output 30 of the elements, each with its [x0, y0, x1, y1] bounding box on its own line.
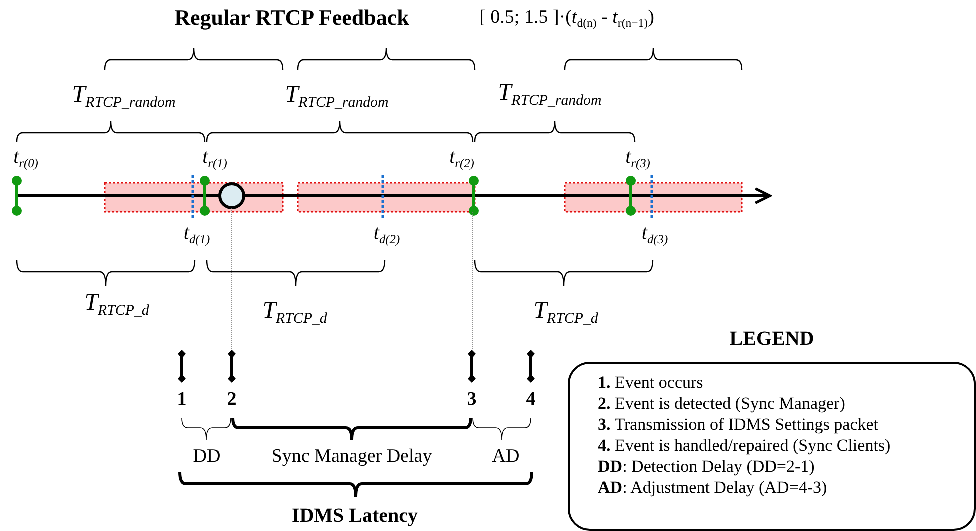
interval-label: T$_{RTCP_random}$: [285, 82, 389, 112]
legend-entry: 2. Event is detected (Sync Manager): [598, 393, 846, 414]
legend-entry: 1. Event occurs: [598, 372, 704, 393]
interval-label: T$_{RTCP_d}$: [84, 290, 150, 320]
step-number: 1: [177, 390, 187, 411]
interval-label: T$_{RTCP_random}$: [498, 80, 602, 110]
interval-label: T$_{RTCP_d}$: [534, 298, 598, 328]
time-label: t$_{r(1)}$: [202, 146, 228, 171]
latency-label: IDMS Latency: [292, 505, 418, 527]
time-label: t$_{d(3)}$: [642, 222, 668, 247]
legend-entry: AD: Adjustment Delay (AD=4-3): [598, 477, 828, 498]
formula: [ 0.5; 1.5 ]·(t$_{d(n)}$ - t$_{r(n−1)}$): [480, 8, 654, 32]
delay-label: DD: [193, 447, 221, 468]
delay-label: Sync Manager Delay: [272, 447, 432, 468]
title: Regular RTCP Feedback: [174, 6, 410, 30]
delay-label: AD: [492, 447, 520, 468]
step-number: 4: [526, 390, 536, 411]
step-number: 2: [227, 390, 237, 411]
interval-label: T$_{RTCP_random}$: [72, 82, 176, 112]
legend-entry: DD: Detection Delay (DD=2-1): [598, 456, 816, 477]
time-label: t$_{d(2)}$: [374, 222, 400, 247]
step-number: 3: [467, 390, 477, 411]
time-label: t$_{r(2)}$: [450, 146, 474, 171]
time-label: t$_{r(0)}$: [14, 146, 38, 171]
legend-entry: 3. Transmission of IDMS Settings packet: [598, 414, 880, 435]
legend-heading: LEGEND: [728, 328, 816, 351]
legend-entry: 4. Event is handled/repaired (Sync Clients): [598, 435, 892, 456]
time-label: t$_{r(3)}$: [626, 146, 650, 171]
time-label: t$_{d(1)}$: [184, 222, 210, 247]
interval-label: T$_{RTCP_d}$: [262, 298, 328, 328]
